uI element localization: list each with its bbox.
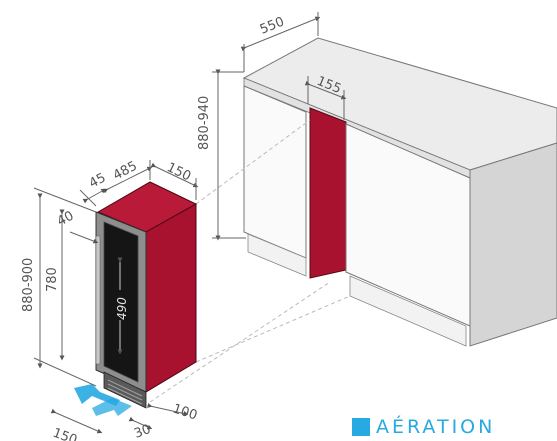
cooler-side <box>145 203 197 393</box>
dim-door-490: 490 <box>115 297 129 320</box>
dim-left-880-900: 880-900 <box>21 258 36 312</box>
dim-cabinet-depth: 550 <box>258 15 287 38</box>
legend-label: AÉRATION <box>376 416 496 438</box>
dim-bottom-100: 100 <box>171 402 199 424</box>
cooler-plinth <box>103 371 147 409</box>
guide-lines <box>149 119 351 403</box>
cooler-handle-icon <box>95 235 101 365</box>
dim-left-780: 780 <box>45 267 60 292</box>
dim-bottom-150: 150 <box>51 426 79 441</box>
legend-swatch <box>352 418 370 436</box>
dim-bottom-30: 30 <box>132 422 153 441</box>
cabinet-niche-wall <box>309 107 347 279</box>
dim-top-45: 45 <box>87 171 109 192</box>
cabinet-right-plinth <box>349 275 467 347</box>
cooler-dimensions <box>33 160 199 434</box>
dim-top-150: 150 <box>164 160 193 184</box>
airflow-arrow-in-icon <box>92 398 132 416</box>
cooler-glass <box>103 221 139 383</box>
cabinet-left-front <box>243 85 307 259</box>
wine-cooler <box>95 181 198 409</box>
cabinet-left-plinth <box>247 233 307 277</box>
cabinet-side-panel <box>469 142 557 347</box>
legend-aeration: AÉRATION <box>352 416 495 438</box>
cabinet-dimensions <box>212 12 347 241</box>
kitchen-cabinet <box>242 37 557 347</box>
dim-cabinet-height: 880-940 <box>197 96 212 150</box>
dim-left-40: 40 <box>55 209 77 230</box>
